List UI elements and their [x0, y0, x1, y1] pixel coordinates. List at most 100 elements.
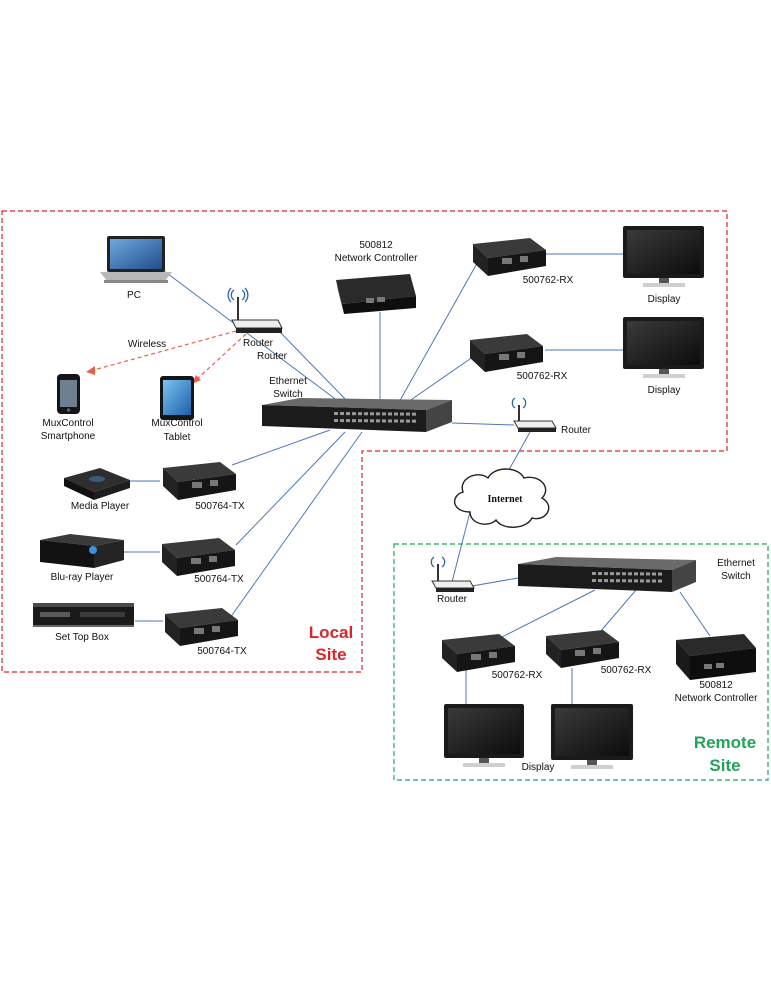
switch-port — [406, 412, 410, 416]
link-tx2-switch — [235, 431, 346, 546]
switch-port — [622, 572, 626, 576]
switch-port — [628, 579, 632, 583]
remote-router-icon — [430, 556, 475, 592]
remote-ethernet-switch-icon — [518, 557, 696, 592]
wifi-router-label-1: Router — [243, 338, 274, 349]
connection-links — [124, 253, 711, 706]
remote-controller-name-label: Network Controller — [675, 693, 758, 704]
switch-port — [412, 419, 416, 423]
link-remote-switch-controller — [679, 591, 711, 637]
switch-port — [616, 572, 620, 576]
switch-port — [610, 572, 614, 576]
laptop-icon — [100, 236, 172, 283]
switch-port — [376, 419, 380, 423]
wireless-arrowhead-tablet — [192, 375, 201, 384]
switch-port — [598, 572, 602, 576]
switch-port — [400, 419, 404, 423]
switch-port — [628, 572, 632, 576]
switch-port — [376, 412, 380, 416]
local-site-label-1: Local — [309, 623, 353, 642]
switch-port — [640, 579, 644, 583]
router-icon — [511, 397, 557, 432]
controller-id-label: 500812 — [359, 240, 393, 251]
switch-port — [604, 572, 608, 576]
switch-port — [622, 579, 626, 583]
transmitter-tx1-icon — [163, 462, 236, 500]
switch-port — [352, 419, 356, 423]
remote-display-label: Display — [522, 762, 555, 773]
remote-switch-label-1: Ethernet — [717, 558, 755, 569]
smartphone-icon — [57, 374, 80, 414]
switch-port — [358, 412, 362, 416]
transmitter-tx2-icon — [162, 538, 235, 576]
link-internet-remote-router — [451, 511, 471, 583]
bluray-player-icon — [40, 534, 124, 568]
wireless-link-tablet — [195, 333, 247, 381]
switch-port — [592, 572, 596, 575]
link-pc-switch — [159, 267, 343, 405]
switch-port — [370, 412, 374, 416]
wireless-arrowhead-smartphone — [86, 366, 95, 375]
link-tx1-switch — [231, 429, 331, 466]
local-site-label-2: Site — [315, 645, 346, 664]
switch-port — [352, 412, 356, 416]
rx2-label: 500762-RX — [517, 371, 568, 382]
wifi-router-icon — [227, 287, 283, 333]
link-remote-switch-rx2 — [599, 589, 637, 633]
switch-port — [652, 572, 656, 576]
switch-port — [388, 412, 392, 416]
smartphone-label-1: MuxControl — [42, 418, 93, 429]
switch-port — [346, 412, 350, 416]
local-site-boundary — [1, 210, 728, 673]
remote-site-boundary — [393, 543, 769, 781]
switch-port — [364, 412, 368, 416]
link-rx1-switch — [397, 257, 481, 405]
switch-port — [364, 419, 368, 423]
network-controller-icon — [336, 274, 416, 314]
smartphone-label-2: Smartphone — [41, 431, 96, 442]
switch-port — [658, 572, 662, 576]
remote-display2-icon — [551, 704, 633, 769]
switch-port — [388, 419, 392, 423]
tx2-label: 500764-TX — [194, 574, 244, 585]
link-wifi-router-switch — [277, 329, 351, 405]
link-remote-switch-rx1 — [499, 589, 596, 639]
rx1-label: 500762-RX — [523, 275, 574, 286]
switch-port — [412, 412, 416, 416]
bluray-player-label: Blu-ray Player — [51, 572, 114, 583]
switch-port — [382, 419, 386, 423]
display1-icon — [623, 226, 704, 287]
tx3-label: 500764-TX — [197, 646, 247, 657]
switch-port — [394, 419, 398, 423]
remote-site-label-1: Remote — [694, 733, 756, 752]
switch-port — [604, 579, 608, 583]
ethernet-switch-icon — [262, 398, 452, 432]
display1-label: Display — [648, 294, 681, 305]
display2-icon — [623, 317, 704, 378]
switch-port — [598, 579, 602, 583]
tablet-label-1: MuxControl — [151, 418, 202, 429]
switch-port — [358, 419, 362, 423]
media-player-label: Media Player — [71, 501, 130, 512]
remote-controller-id-label: 500812 — [699, 680, 733, 691]
wireless-links — [86, 330, 247, 384]
wifi-router-label-2: Router — [257, 351, 288, 362]
switch-port — [400, 412, 404, 416]
switch-port — [646, 572, 650, 576]
set-top-box-icon — [33, 603, 134, 627]
switch-port — [334, 419, 338, 422]
switch-label-2: Switch — [273, 389, 302, 400]
switch-port — [406, 419, 410, 423]
wireless-link-smartphone — [89, 330, 237, 372]
remote-switch-label-2: Switch — [721, 571, 750, 582]
link-remote-router-switch — [471, 577, 519, 587]
switch-port — [334, 412, 338, 415]
media-player-icon — [64, 468, 130, 500]
controller-name-label: Network Controller — [335, 253, 418, 264]
remote-rx2-label: 500762-RX — [601, 665, 652, 676]
switch-port — [340, 412, 344, 416]
wireless-label: Wireless — [128, 339, 166, 350]
switch-port — [634, 579, 638, 583]
